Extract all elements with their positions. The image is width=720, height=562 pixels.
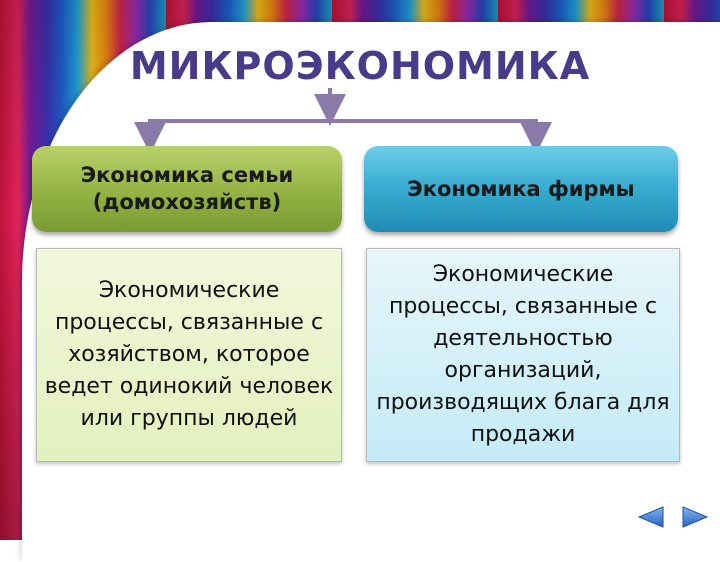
family-economics-description-text: Экономические процессы, связанные с хозя… — [44, 278, 334, 431]
firm-economics-heading-text: Экономика фирмы — [407, 176, 635, 201]
firm-economics-description: Экономические процессы, связанные с деят… — [366, 248, 680, 462]
family-economics-description: Экономические процессы, связанные с хозя… — [36, 248, 342, 462]
family-economics-heading: Экономика семьи (домохозяйств) — [32, 146, 342, 232]
triangle-right-icon — [682, 506, 709, 528]
previous-slide-button[interactable] — [636, 504, 666, 530]
firm-economics-description-text: Экономические процессы, связанные с деят… — [376, 262, 670, 447]
page-title: МИКРОЭКОНОМИКА — [129, 44, 591, 88]
firm-economics-heading: Экономика фирмы — [364, 146, 678, 232]
triangle-left-icon — [637, 506, 664, 528]
next-slide-button[interactable] — [680, 504, 710, 530]
family-economics-heading-text: Экономика семьи (домохозяйств) — [80, 163, 294, 214]
